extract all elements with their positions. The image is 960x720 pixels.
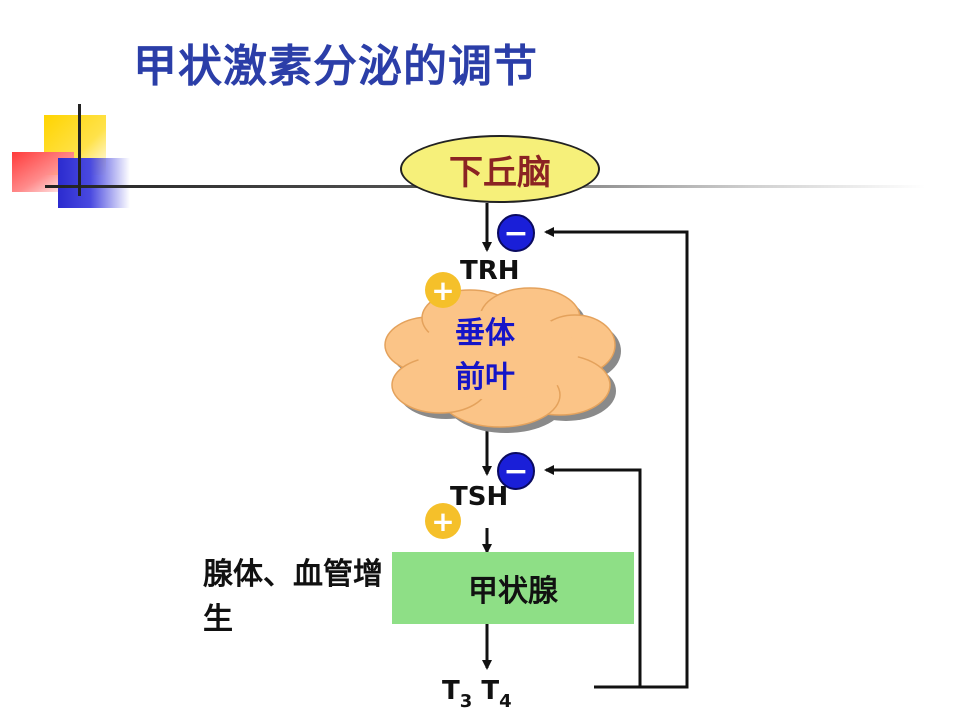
trh-label: TRH xyxy=(460,256,520,286)
hypothalamus-node: 下丘脑 xyxy=(400,135,600,203)
decor-blue-square xyxy=(58,158,130,208)
tsh-label: TSH xyxy=(450,482,509,512)
minus-badge-hypothalamus: − xyxy=(497,214,535,252)
minus-badge-pituitary: − xyxy=(497,452,535,490)
t4-letter: T xyxy=(481,676,500,706)
plus-badge-trh: + xyxy=(425,272,461,308)
t3-subscript: 3 xyxy=(459,691,473,712)
feedback-to-pituitary xyxy=(544,465,642,687)
t4-subscript: 4 xyxy=(499,691,512,712)
side-note: 腺体、血管增生 xyxy=(203,557,383,637)
t3-letter: T xyxy=(442,676,460,706)
pituitary-label: 垂体 前叶 xyxy=(455,316,515,395)
t3-t4-label: T3 T4 xyxy=(442,676,512,712)
decor-vertical-line xyxy=(78,104,81,196)
plus-badge-tsh: + xyxy=(425,503,461,539)
page-title: 甲状激素分泌的调节 xyxy=(133,41,538,92)
thyroid-node: 甲状腺 xyxy=(392,552,634,624)
